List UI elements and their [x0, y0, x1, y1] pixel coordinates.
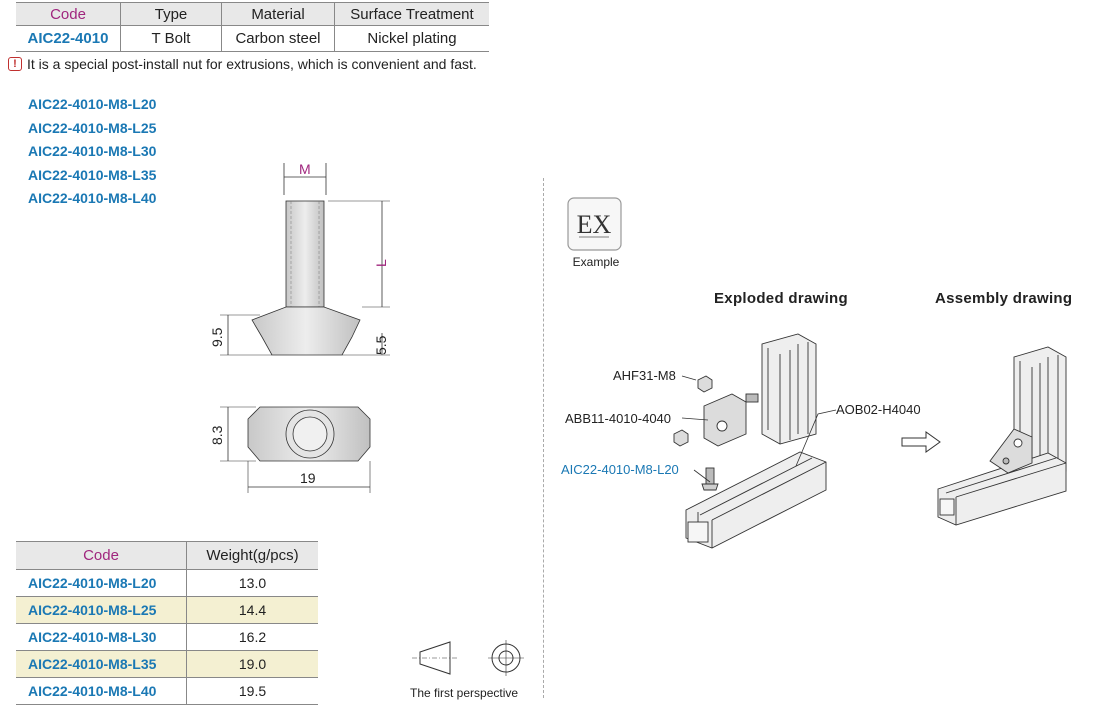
dim-l: L: [373, 259, 389, 267]
weight-table: Code Weight(g/pcs) AIC22-4010-M8-L20 13.…: [16, 541, 318, 705]
t-bolt-drawing: M L 9.5 5.5 8.3 19: [209, 161, 390, 493]
weight-code: AIC22-4010-M8-L35: [16, 650, 187, 678]
spec-header-code: Code: [16, 2, 121, 26]
code-item: AIC22-4010-M8-L40: [28, 190, 157, 206]
divider: [543, 178, 544, 698]
table-row: AIC22-4010-M8-L20 13.0: [16, 569, 318, 597]
code-item: AIC22-4010-M8-L35: [28, 166, 157, 183]
exploded-drawing: [673, 333, 827, 549]
code-list: AIC22-4010-M8-L20 AIC22-4010-M8-L25 AIC2…: [28, 93, 156, 211]
weight-value: 19.0: [186, 650, 318, 678]
spec-header-material: Material: [221, 2, 335, 26]
weight-value: 16.2: [186, 623, 318, 651]
table-row: AIC22-4010-M8-L25 14.4: [16, 596, 318, 624]
weight-value: 14.4: [186, 596, 318, 624]
spec-table: Code Type Material Surface Treatment AIC…: [16, 2, 489, 52]
spec-header-surface: Surface Treatment: [334, 2, 489, 26]
code-item: AIC22-4010-M8-L30: [28, 143, 157, 159]
code-item: AIC22-4010-M8-L25: [28, 119, 157, 136]
warning-icon: !: [8, 57, 22, 71]
assembly-drawing: [937, 346, 1067, 526]
leader-lines: [681, 375, 837, 483]
weight-code: AIC22-4010-M8-L25: [16, 596, 187, 624]
label-bracket: ABB11-4010-4040: [565, 411, 672, 426]
spec-type: T Bolt: [120, 25, 222, 52]
weight-code: AIC22-4010-M8-L20: [16, 569, 187, 597]
label-profile: AOB02-H4040: [836, 402, 921, 417]
example-label: Example: [572, 255, 620, 269]
exploded-title: Exploded drawing: [714, 290, 848, 307]
note-text: It is a special post-install nut for ext…: [27, 56, 477, 72]
label-bolt: AIC22-4010-M8-L20: [561, 462, 679, 477]
spec-header-type: Type: [120, 2, 222, 26]
perspective-label: The first perspective: [410, 686, 519, 700]
arrow-right-icon: [901, 431, 941, 453]
example-badge-icon: EX: [567, 197, 622, 251]
dim-9-5: 9.5: [209, 327, 225, 347]
note: ! It is a special post-install nut for e…: [8, 56, 477, 72]
dim-5-5: 5.5: [373, 335, 389, 355]
dim-8-3: 8.3: [209, 425, 225, 445]
weight-value: 19.5: [186, 677, 318, 705]
weight-header-weight: Weight(g/pcs): [186, 541, 318, 570]
label-nut: AHF31-M8: [613, 368, 676, 383]
spec-code: AIC22-4010: [16, 25, 121, 52]
spec-material: Carbon steel: [221, 25, 335, 52]
dim-19: 19: [300, 470, 316, 486]
weight-header-code: Code: [16, 541, 187, 570]
table-row: AIC22-4010-M8-L30 16.2: [16, 623, 318, 651]
table-row: AIC22-4010-M8-L35 19.0: [16, 650, 318, 678]
dim-m: M: [299, 161, 311, 177]
assembly-title: Assembly drawing: [935, 290, 1073, 307]
code-item: AIC22-4010-M8-L20: [28, 96, 157, 112]
weight-value: 13.0: [186, 569, 318, 597]
table-row: AIC22-4010-M8-L40 19.5: [16, 677, 318, 705]
example-badge-text: EX: [577, 210, 612, 239]
weight-code: AIC22-4010-M8-L40: [16, 677, 187, 705]
first-perspective-icon: [412, 640, 524, 676]
weight-code: AIC22-4010-M8-L30: [16, 623, 187, 651]
spec-surface: Nickel plating: [334, 25, 489, 52]
